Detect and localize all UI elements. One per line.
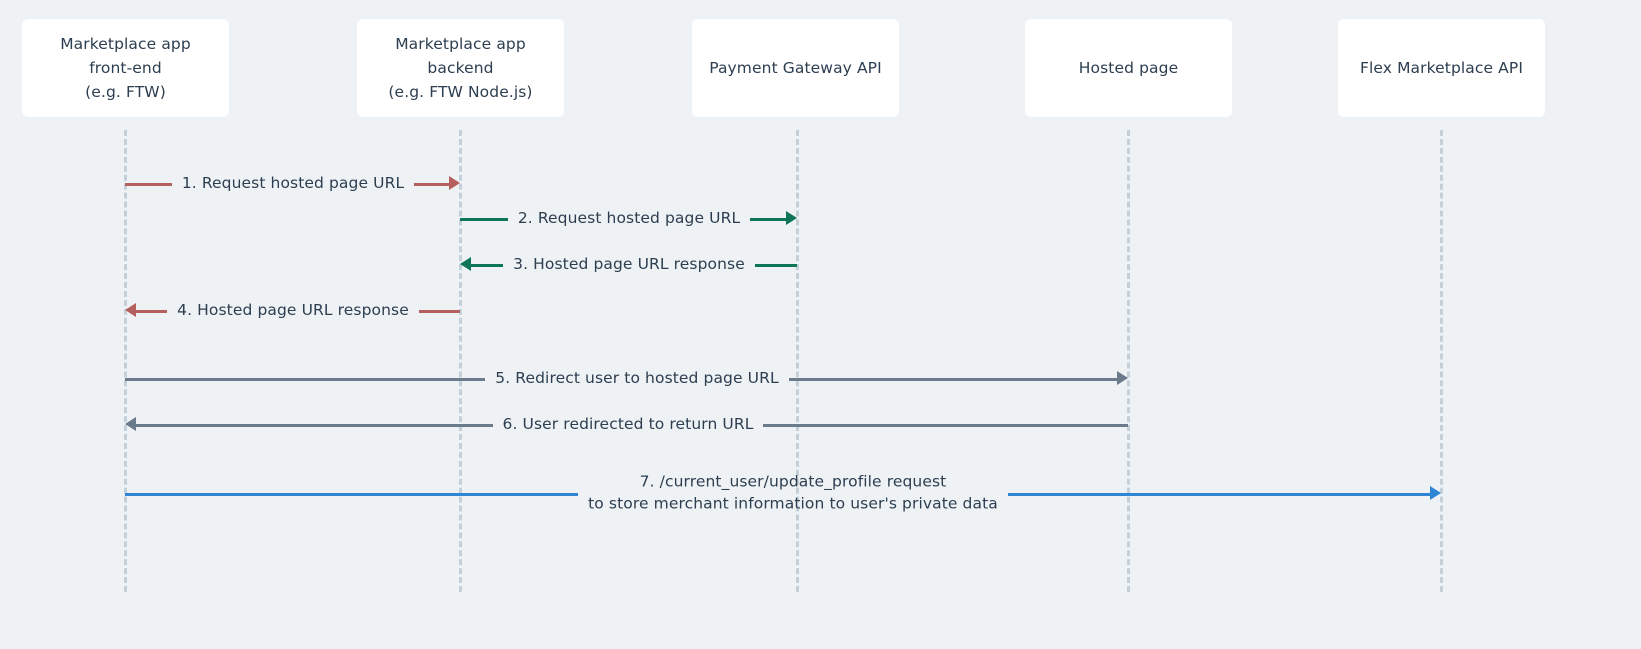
message-line-1-right	[414, 183, 449, 186]
message-line-2-left	[460, 218, 508, 221]
message-line-6-left	[136, 424, 493, 427]
lifeline-frontend	[124, 130, 127, 592]
message-label-1: 1. Request hosted page URL	[181, 173, 405, 192]
message-line-5-right	[788, 378, 1117, 381]
message-line-7-left	[125, 493, 579, 496]
message-label-3: 3. Hosted page URL response	[513, 254, 745, 273]
message-arrowhead-3	[460, 257, 471, 271]
lifeline-flexapi	[1440, 130, 1443, 592]
lifeline-hostedpage	[1127, 130, 1130, 592]
lifeline-backend	[459, 130, 462, 592]
message-line-3-left	[471, 264, 504, 267]
message-arrowhead-2	[786, 211, 797, 225]
message-arrowhead-6	[125, 417, 136, 431]
participant-box-flexapi: Flex Marketplace API	[1338, 19, 1545, 117]
participant-box-gateway: Payment Gateway API	[692, 19, 899, 117]
message-line-4-left	[136, 310, 168, 313]
message-label-2: 2. Request hosted page URL	[517, 208, 741, 227]
lifeline-gateway	[796, 130, 799, 592]
message-line-7-right	[1007, 493, 1430, 496]
message-line-5-left	[125, 378, 486, 381]
message-arrowhead-7	[1430, 486, 1441, 500]
message-label-5: 5. Redirect user to hosted page URL	[495, 368, 779, 387]
message-label-4: 4. Hosted page URL response	[177, 300, 409, 319]
message-line-2-right	[750, 218, 786, 221]
message-line-3-right	[754, 264, 797, 267]
message-line-6-right	[763, 424, 1128, 427]
message-label-6: 6. User redirected to return URL	[502, 414, 754, 433]
message-line-1-left	[125, 183, 172, 186]
message-arrowhead-5	[1117, 371, 1128, 385]
message-line-4-right	[418, 310, 460, 313]
participant-box-hostedpage: Hosted page	[1025, 19, 1232, 117]
message-arrowhead-1	[449, 176, 460, 190]
message-arrowhead-4	[125, 303, 136, 317]
